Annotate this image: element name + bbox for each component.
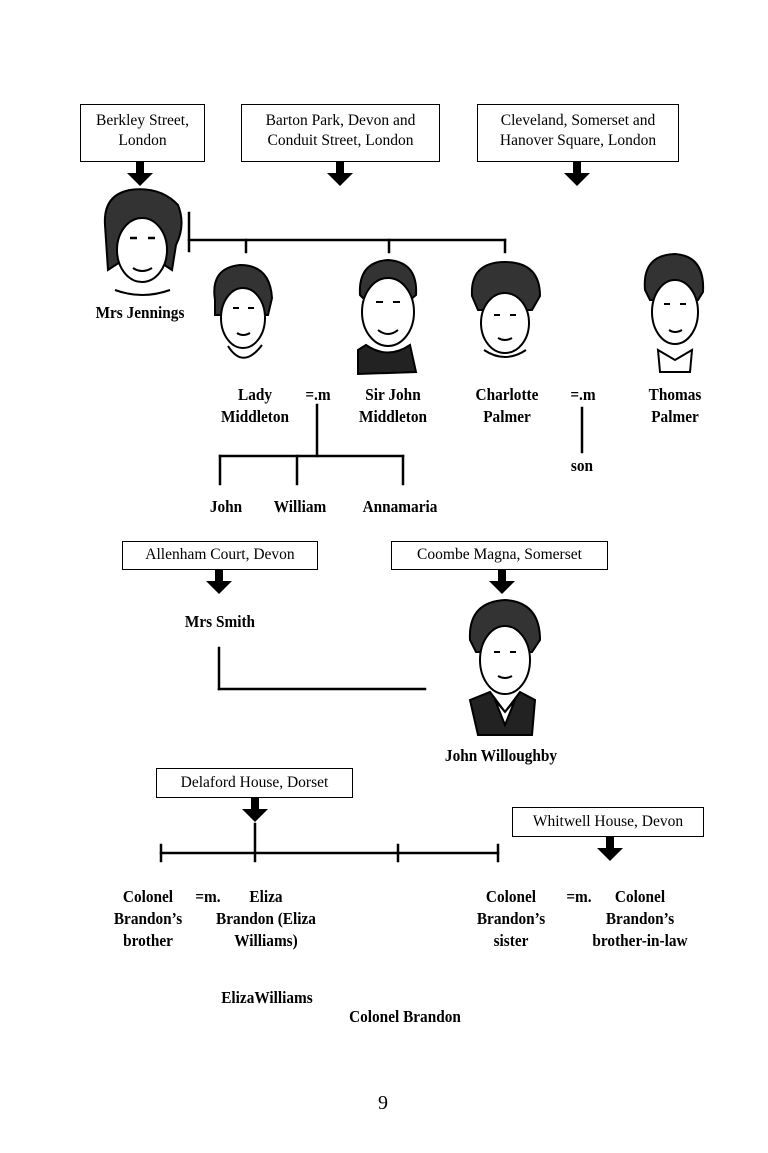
- mrs-jennings-label: Mrs Jennings: [95, 303, 185, 322]
- sir-john-portrait: [357, 258, 418, 376]
- colonel-brandons-sister-label: Colonel Brandon’s sister: [476, 887, 546, 950]
- cleveland-box: Cleveland, Somerset and Hanover Square, …: [477, 104, 679, 162]
- john-willoughby-label: John Willoughby: [444, 746, 558, 765]
- coombe-magna-box: Coombe Magna, Somerset: [391, 541, 608, 570]
- berkley-arrow: [127, 162, 153, 186]
- whitwell-house-box: Whitwell House, Devon: [512, 807, 704, 837]
- thomas-palmer-label: Thomas Palmer: [648, 385, 702, 426]
- child-john-label: John: [209, 497, 243, 516]
- child-annamaria-label: Annamaria: [362, 497, 438, 516]
- barton-arrow: [327, 162, 353, 186]
- allenham-court-box: Allenham Court, Devon: [122, 541, 318, 570]
- palmer-marriage-mark: =.m: [570, 385, 596, 404]
- sister-marriage-mark: =m.: [566, 887, 592, 906]
- mrs-smith-label: Mrs Smith: [184, 612, 256, 631]
- colonel-brandons-brother-label: Colonel Brandon’s brother: [113, 887, 183, 950]
- lady-middleton-portrait: [213, 263, 274, 359]
- eliza-brandon-label: Eliza Brandon (Eliza Williams): [216, 887, 316, 950]
- mrs-jennings-portrait: [103, 188, 183, 296]
- colonel-brandon-label: Colonel Brandon: [349, 1007, 461, 1026]
- allenham-arrow: [206, 570, 232, 594]
- whitwell-arrow: [597, 837, 623, 861]
- thomas-palmer-portrait: [643, 252, 705, 373]
- barton-park-box: Barton Park, Devon and Conduit Street, L…: [241, 104, 440, 162]
- colonel-brandons-brother-in-law-label: Colonel Brandon’s brother-in-law: [592, 887, 688, 950]
- sir-john-label: Sir John Middleton: [358, 385, 428, 426]
- delaford-arrow: [242, 798, 268, 822]
- john-willoughby-portrait: [468, 598, 542, 736]
- lady-middleton-label: Lady Middleton: [220, 385, 290, 426]
- coombe-arrow: [489, 570, 515, 594]
- cleveland-arrow: [564, 162, 590, 186]
- charlotte-palmer-portrait: [470, 260, 542, 358]
- middleton-marriage-mark: =.m: [305, 385, 331, 404]
- delaford-house-box: Delaford House, Dorset: [156, 768, 353, 798]
- eliza-williams-label: ElizaWilliams: [221, 988, 313, 1007]
- brandon-marriage-mark: =m.: [195, 887, 221, 906]
- child-william-label: William: [273, 497, 327, 516]
- page-number: 9: [378, 1092, 388, 1114]
- charlotte-palmer-label: Charlotte Palmer: [475, 385, 539, 426]
- palmer-son-label: son: [570, 456, 594, 475]
- berkley-street-box: Berkley Street, London: [80, 104, 205, 162]
